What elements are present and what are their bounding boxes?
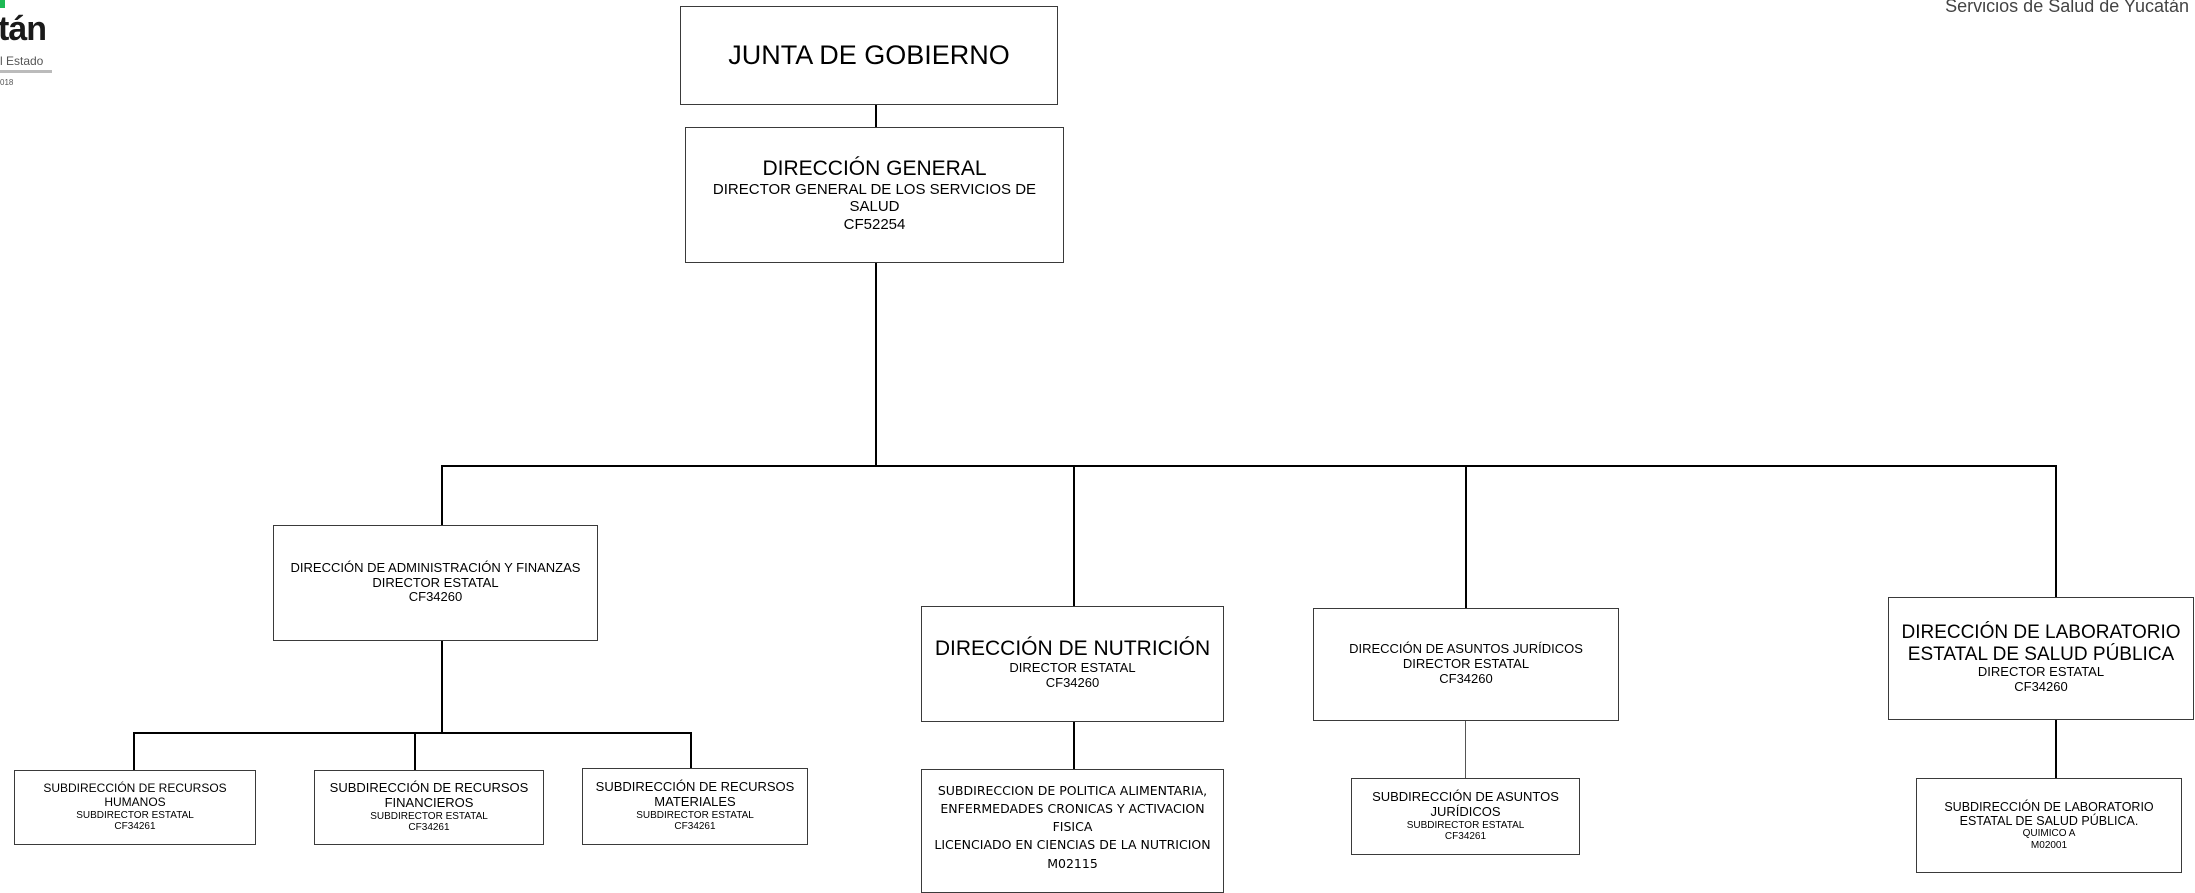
node-direccion-nutricion: DIRECCIÓN DE NUTRICIÓN DIRECTOR ESTATAL … [921,606,1224,722]
node-subdireccion-politica-alimentaria: SUBDIRECCION DE POLITICA ALIMENTARIA, EN… [921,769,1224,893]
node-role: QUIMICO A [2022,828,2076,840]
node-title: SUBDIRECCIÓN DE LABORATORIO ESTATAL DE S… [1944,799,2154,828]
node-title: SUBDIRECCIÓN DE RECURSOS MATERIALES [595,779,795,809]
node-code: CF34261 [674,821,716,833]
node-code: M02001 [2030,839,2068,851]
node-subdireccion-recursos-materiales: SUBDIRECCIÓN DE RECURSOS MATERIALES SUBD… [582,768,808,845]
node-title: SUBDIRECCIÓN DE ASUNTOS JURÍDICOS [1372,789,1559,819]
connector-junta-general [875,105,877,127]
connector-juridicos-sub [1465,721,1466,778]
node-title: JUNTA DE GOBIERNO [728,39,1010,70]
node-title: DIRECCIÓN DE LABORATORIO ESTATAL DE SALU… [1901,621,2181,665]
node-role: LICENCIADO EN CIENCIAS DE LA NUTRICION [934,837,1211,853]
connector-admin-drop [441,465,443,525]
node-direccion-general: DIRECCIÓN GENERAL DIRECTOR GENERAL DE LO… [685,127,1064,263]
node-role: DIRECTOR ESTATAL [372,574,499,590]
node-subdireccion-recursos-financieros: SUBDIRECCIÓN DE RECURSOS FINANCIEROS SUB… [314,770,544,845]
node-code: CF34260 [1045,675,1100,691]
node-role: DIRECTOR ESTATAL [1402,656,1530,672]
node-code: M02115 [1047,855,1098,871]
connector-laboratorio-drop [2055,465,2057,597]
connector-juridicos-drop [1465,465,1467,608]
logo-line-1: l Estado [0,54,44,68]
connector-main-horizontal [441,465,2057,467]
node-code: CF34261 [114,821,156,833]
node-junta-de-gobierno: JUNTA DE GOBIERNO [680,6,1058,105]
node-title: SUBDIRECCION DE POLITICA ALIMENTARIA, EN… [937,783,1208,835]
node-role: DIRECTOR GENERAL DE LOS SERVICIOS DE SAL… [712,181,1037,216]
node-role: SUBDIRECTOR ESTATAL [76,809,194,821]
node-role: SUBDIRECTOR ESTATAL [370,810,488,822]
node-code: CF34261 [1444,831,1487,843]
node-role: DIRECTOR ESTATAL [1977,664,2105,680]
node-direccion-administracion: DIRECCIÓN DE ADMINISTRACIÓN Y FINANZAS D… [273,525,598,641]
logo-line-2: 018 [0,78,14,87]
node-title: SUBDIRECCIÓN DE RECURSOS HUMANOS [43,781,227,809]
node-role: DIRECTOR ESTATAL [1009,660,1136,676]
connector-rm-drop [690,732,692,768]
logo-word: tán [0,10,47,48]
node-subdireccion-asuntos-juridicos: SUBDIRECCIÓN DE ASUNTOS JURÍDICOS SUBDIR… [1351,778,1580,855]
node-code: CF34260 [408,589,463,605]
servicios-salud-logo-text: Servicios de Salud de Yucatán [1945,0,2189,16]
connector-admin-subs-horizontal [133,732,692,734]
node-title: SUBDIRECCIÓN DE RECURSOS FINANCIEROS [329,780,529,810]
node-title: DIRECCIÓN DE ASUNTOS JURÍDICOS [1349,641,1583,657]
node-direccion-asuntos-juridicos: DIRECCIÓN DE ASUNTOS JURÍDICOS DIRECTOR … [1313,608,1619,721]
node-role: SUBDIRECTOR ESTATAL [636,809,754,821]
connector-nutricion-drop [1073,465,1075,606]
node-code: CF34260 [2014,679,2068,695]
connector-admin-down [441,641,443,734]
connector-rh-drop [133,732,135,770]
connector-general-trunk [875,263,877,467]
node-title: DIRECCIÓN DE ADMINISTRACIÓN Y FINANZAS [290,559,581,575]
node-title: DIRECCIÓN GENERAL [762,157,987,181]
node-direccion-laboratorio: DIRECCIÓN DE LABORATORIO ESTATAL DE SALU… [1888,597,2194,720]
node-title: DIRECCIÓN DE NUTRICIÓN [934,636,1211,660]
node-code: CF52254 [843,215,906,233]
connector-laboratorio-sub [2055,720,2057,778]
node-code: CF34261 [408,822,450,834]
node-role: SUBDIRECTOR ESTATAL [1406,819,1525,831]
logo-tagline [0,70,52,73]
node-code: CF34260 [1439,670,1493,686]
logo-accent-mark [0,0,5,8]
connector-rf-drop [414,732,416,770]
node-subdireccion-recursos-humanos: SUBDIRECCIÓN DE RECURSOS HUMANOS SUBDIRE… [14,770,256,845]
yucatan-government-logo: tán l Estado 018 [0,0,60,100]
connector-nutricion-sub [1073,722,1075,769]
node-subdireccion-laboratorio: SUBDIRECCIÓN DE LABORATORIO ESTATAL DE S… [1916,778,2182,873]
